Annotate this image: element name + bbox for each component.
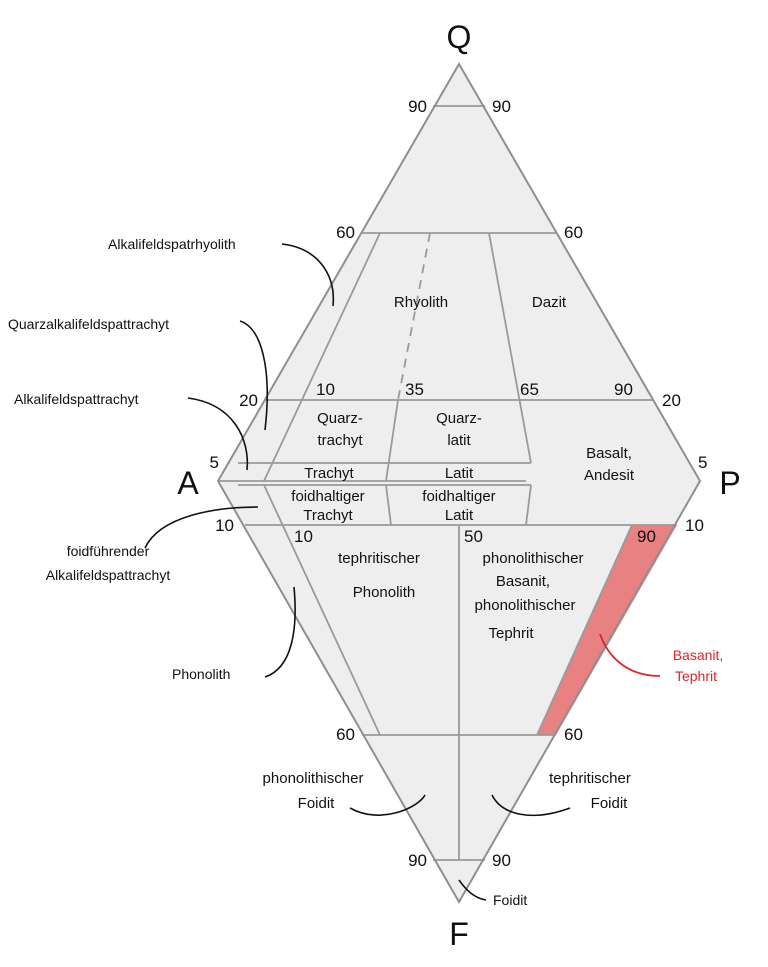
vertex-f: F [449, 916, 469, 952]
line-p35-lower [385, 399, 399, 482]
tick-p35: 35 [405, 380, 424, 399]
label-phonolith: Phonolith [172, 666, 230, 682]
leader-teph-foidit [491, 794, 571, 817]
line-p10-lower-left [263, 484, 381, 736]
tick-q90-left: 90 [408, 97, 427, 116]
tick-p50-lower: 50 [464, 527, 483, 546]
leader-foidit [458, 879, 487, 901]
tick-p10-lower: 10 [294, 527, 313, 546]
tick-q60-right: 60 [564, 223, 583, 242]
tick-q5-left: 5 [210, 453, 219, 472]
field-teph-foidit-2: Foidit [591, 795, 629, 812]
tick-f60-right: 60 [564, 725, 583, 744]
field-rhyolith: Rhyolith [394, 294, 448, 311]
field-quarztrachyt-2: trachyt [317, 432, 363, 449]
leader-quarz-alkali-trachyt [239, 320, 268, 431]
field-dazit: Dazit [532, 294, 567, 311]
leader-alkali-trachyt [187, 397, 249, 471]
field-foid-trachyt-1: foidhaltiger [291, 488, 364, 505]
vertex-q: Q [447, 19, 472, 55]
field-basalt-andesit-2: Andesit [584, 467, 635, 484]
field-foidit: Foidit [493, 892, 527, 908]
field-teph-foidit-1: tephritischer [549, 770, 631, 787]
tick-p10: 10 [316, 380, 335, 399]
vertex-a: A [177, 465, 199, 501]
field-phon-basanit-1: phonolithischer [483, 550, 584, 567]
field-foid-latit-2: Latit [445, 507, 474, 524]
leader-phon-foidit [349, 794, 426, 816]
field-phon-foidit-1: phonolithischer [263, 770, 364, 787]
tick-f90-left: 90 [408, 851, 427, 870]
line-p65-upper [488, 232, 532, 464]
field-trachyt: Trachyt [304, 465, 354, 482]
field-quarztrachyt-1: Quarz- [317, 410, 363, 427]
tick-f10-left: 10 [215, 516, 234, 535]
leader-alkali-rhyolith [281, 243, 335, 307]
field-teph-phonolith-1: tephritischer [338, 550, 420, 567]
tick-p65: 65 [520, 380, 539, 399]
field-phon-basanit-3: phonolithischer [475, 597, 576, 614]
field-phon-basanit-4: Tephrit [488, 625, 534, 642]
qapf-outline [216, 62, 702, 905]
label-alkali-trachyt: Alkalifeldspattrachyt [14, 391, 139, 407]
line-p35-upper [397, 232, 431, 401]
tick-f90-right: 90 [492, 851, 511, 870]
basanit-tephrit-field [537, 525, 677, 735]
tick-f60-left: 60 [336, 725, 355, 744]
tick-q60-left: 60 [336, 223, 355, 242]
tick-q5-right: 5 [698, 453, 707, 472]
tick-f10-right: 10 [685, 516, 704, 535]
line-p35-lower-b [385, 484, 392, 526]
field-foid-latit-1: foidhaltiger [422, 488, 495, 505]
vertex-p: P [719, 465, 740, 501]
field-quarzlatit-1: Quarz- [436, 410, 482, 427]
label-basanit-tephrit-2: Tephrit [675, 668, 717, 684]
tick-q20-right: 20 [662, 391, 681, 410]
label-alkali-rhyolith: Alkalifeldspatrhyolith [108, 236, 236, 252]
label-basanit-tephrit-1: Basanit, [673, 647, 724, 663]
field-phon-foidit-2: Foidit [298, 795, 336, 812]
line-p65-lower [525, 484, 532, 526]
field-phon-basanit-2: Basanit, [496, 573, 550, 590]
line-p90-lower [536, 524, 633, 736]
label-quarz-alkali-trachyt: Quarzalkalifeldspattrachyt [8, 316, 169, 332]
tick-p90-lower: 90 [637, 527, 656, 546]
tick-q90-right: 90 [492, 97, 511, 116]
leader-phonolith [264, 586, 296, 678]
tick-p90: 90 [614, 380, 633, 399]
leader-basanit-tephrit [599, 633, 661, 677]
field-latit: Latit [445, 465, 474, 482]
tick-q20-left: 20 [239, 391, 258, 410]
leader-foid-alkali-trachyt [144, 506, 259, 549]
label-foid-alkali-trachyt-2: Alkalifeldspattrachyt [46, 567, 171, 583]
field-foid-trachyt-2: Trachyt [303, 507, 353, 524]
label-foid-alkali-trachyt-1: foidführender [67, 543, 150, 559]
field-quarzlatit-2: latit [447, 432, 471, 449]
line-p10-upper [263, 232, 381, 482]
field-basalt-andesit-1: Basalt, [586, 445, 632, 462]
field-teph-phonolith-2: Phonolith [353, 584, 416, 601]
